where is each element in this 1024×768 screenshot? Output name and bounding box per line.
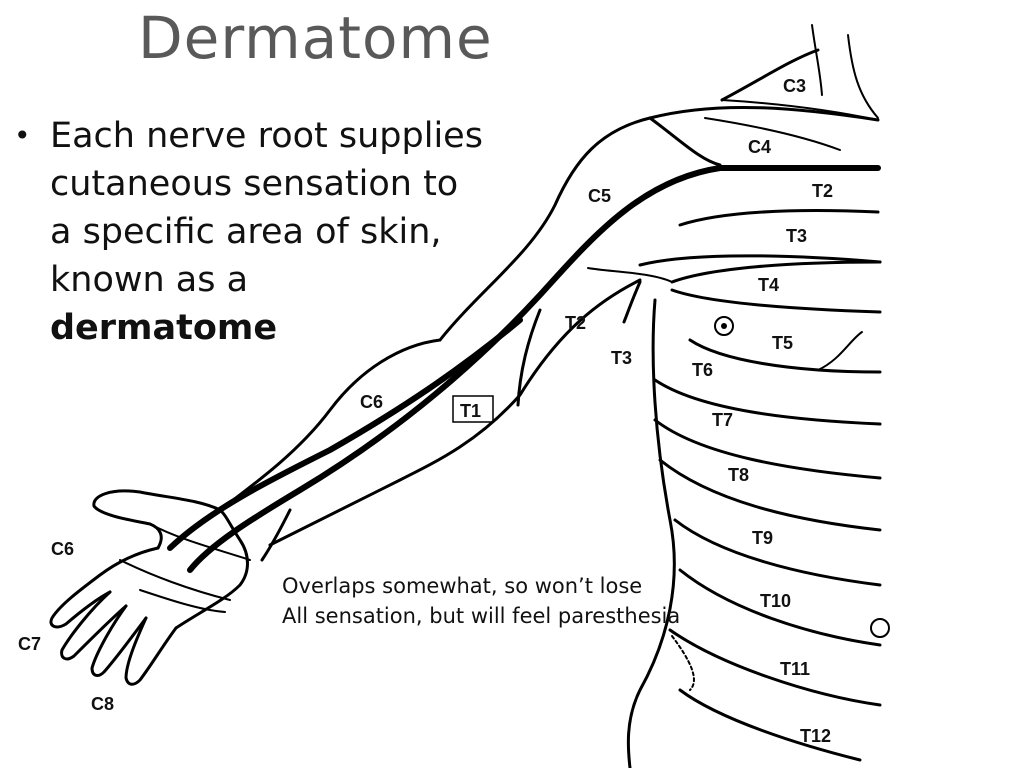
label-c4: C4 xyxy=(748,137,771,157)
t10-line xyxy=(678,568,882,647)
nipple-dot xyxy=(721,323,727,329)
label-t11: T11 xyxy=(780,659,810,679)
label-c6-arm: C6 xyxy=(360,392,383,412)
t8-line xyxy=(658,458,882,532)
hand-back xyxy=(174,508,249,630)
note-line-2: All sensation, but will feel paresthesia xyxy=(282,604,681,628)
t9-line xyxy=(673,518,882,587)
shoulder-outline xyxy=(438,105,880,342)
t11-line xyxy=(668,628,882,707)
hand-finger-3 xyxy=(124,616,178,686)
t4-upper xyxy=(670,260,882,284)
axilla-line xyxy=(587,267,673,283)
label-t8: T8 xyxy=(728,465,749,485)
neck-line-left xyxy=(811,24,823,96)
c3-boundary xyxy=(720,48,820,102)
bullet-icon: • xyxy=(14,119,31,152)
label-t2-chest: T2 xyxy=(812,181,833,201)
t3-line xyxy=(638,254,882,267)
t6-line xyxy=(653,378,882,426)
label-t7: T7 xyxy=(712,410,733,430)
t5-curve xyxy=(817,331,863,371)
t12-line xyxy=(678,688,862,762)
hand-finger-2 xyxy=(90,604,148,677)
bullet-body: Each nerve root supplies cutaneous sensa… xyxy=(50,116,483,300)
label-t3-arm: T3 xyxy=(611,348,632,368)
bullet-text: Each nerve root supplies cutaneous sensa… xyxy=(50,112,484,352)
groin-dotted xyxy=(671,635,695,691)
t2-arm-boundary xyxy=(516,308,542,407)
label-t4: T4 xyxy=(758,275,779,295)
t5-line xyxy=(688,338,882,374)
t3-arm-boundary xyxy=(622,280,642,324)
t4-line xyxy=(670,288,882,314)
label-t3-chest: T3 xyxy=(786,226,807,246)
c4-boundary xyxy=(648,116,722,167)
label-t9: T9 xyxy=(752,528,773,548)
hand-wrap-1 xyxy=(149,523,251,561)
label-t6: T6 xyxy=(692,360,713,380)
label-t2-arm: T2 xyxy=(565,313,586,333)
label-c3: C3 xyxy=(783,76,806,96)
label-t5: T5 xyxy=(772,333,793,353)
bullet-keyword: dermatome xyxy=(50,308,278,348)
label-c8: C8 xyxy=(91,694,114,714)
overlap-note: Overlaps somewhat, so won’t lose All sen… xyxy=(282,571,680,631)
label-c7: C7 xyxy=(18,634,41,654)
hand-finger-1 xyxy=(60,590,128,661)
label-c5: C5 xyxy=(588,186,611,206)
axial-line-main xyxy=(187,165,881,573)
label-c6-hand: C6 xyxy=(51,539,74,559)
t2-line xyxy=(678,209,880,227)
t1-box xyxy=(452,395,494,423)
forearm-band xyxy=(260,508,292,562)
arm-upper-outline xyxy=(218,338,442,512)
label-t1: T1 xyxy=(460,401,481,421)
axial-line-lower-arm xyxy=(167,317,523,551)
label-t10: T10 xyxy=(760,591,791,611)
nipple-circle xyxy=(714,316,734,336)
neck-line-right xyxy=(847,34,879,119)
hand-wrap-2 xyxy=(119,559,231,601)
torso-side xyxy=(626,298,676,768)
note-line-1: Overlaps somewhat, so won’t lose xyxy=(282,574,643,598)
t7-line xyxy=(653,418,882,480)
navel-circle xyxy=(870,618,890,638)
bullet-point: • Each nerve root supplies cutaneous sen… xyxy=(14,112,484,352)
c4-inner xyxy=(704,117,841,151)
hand-wrap-3 xyxy=(139,589,226,613)
hand-palm xyxy=(49,546,160,629)
slide-title: Dermatome xyxy=(138,4,493,72)
label-t12: T12 xyxy=(800,726,831,746)
arm-lower-outline xyxy=(268,278,642,547)
